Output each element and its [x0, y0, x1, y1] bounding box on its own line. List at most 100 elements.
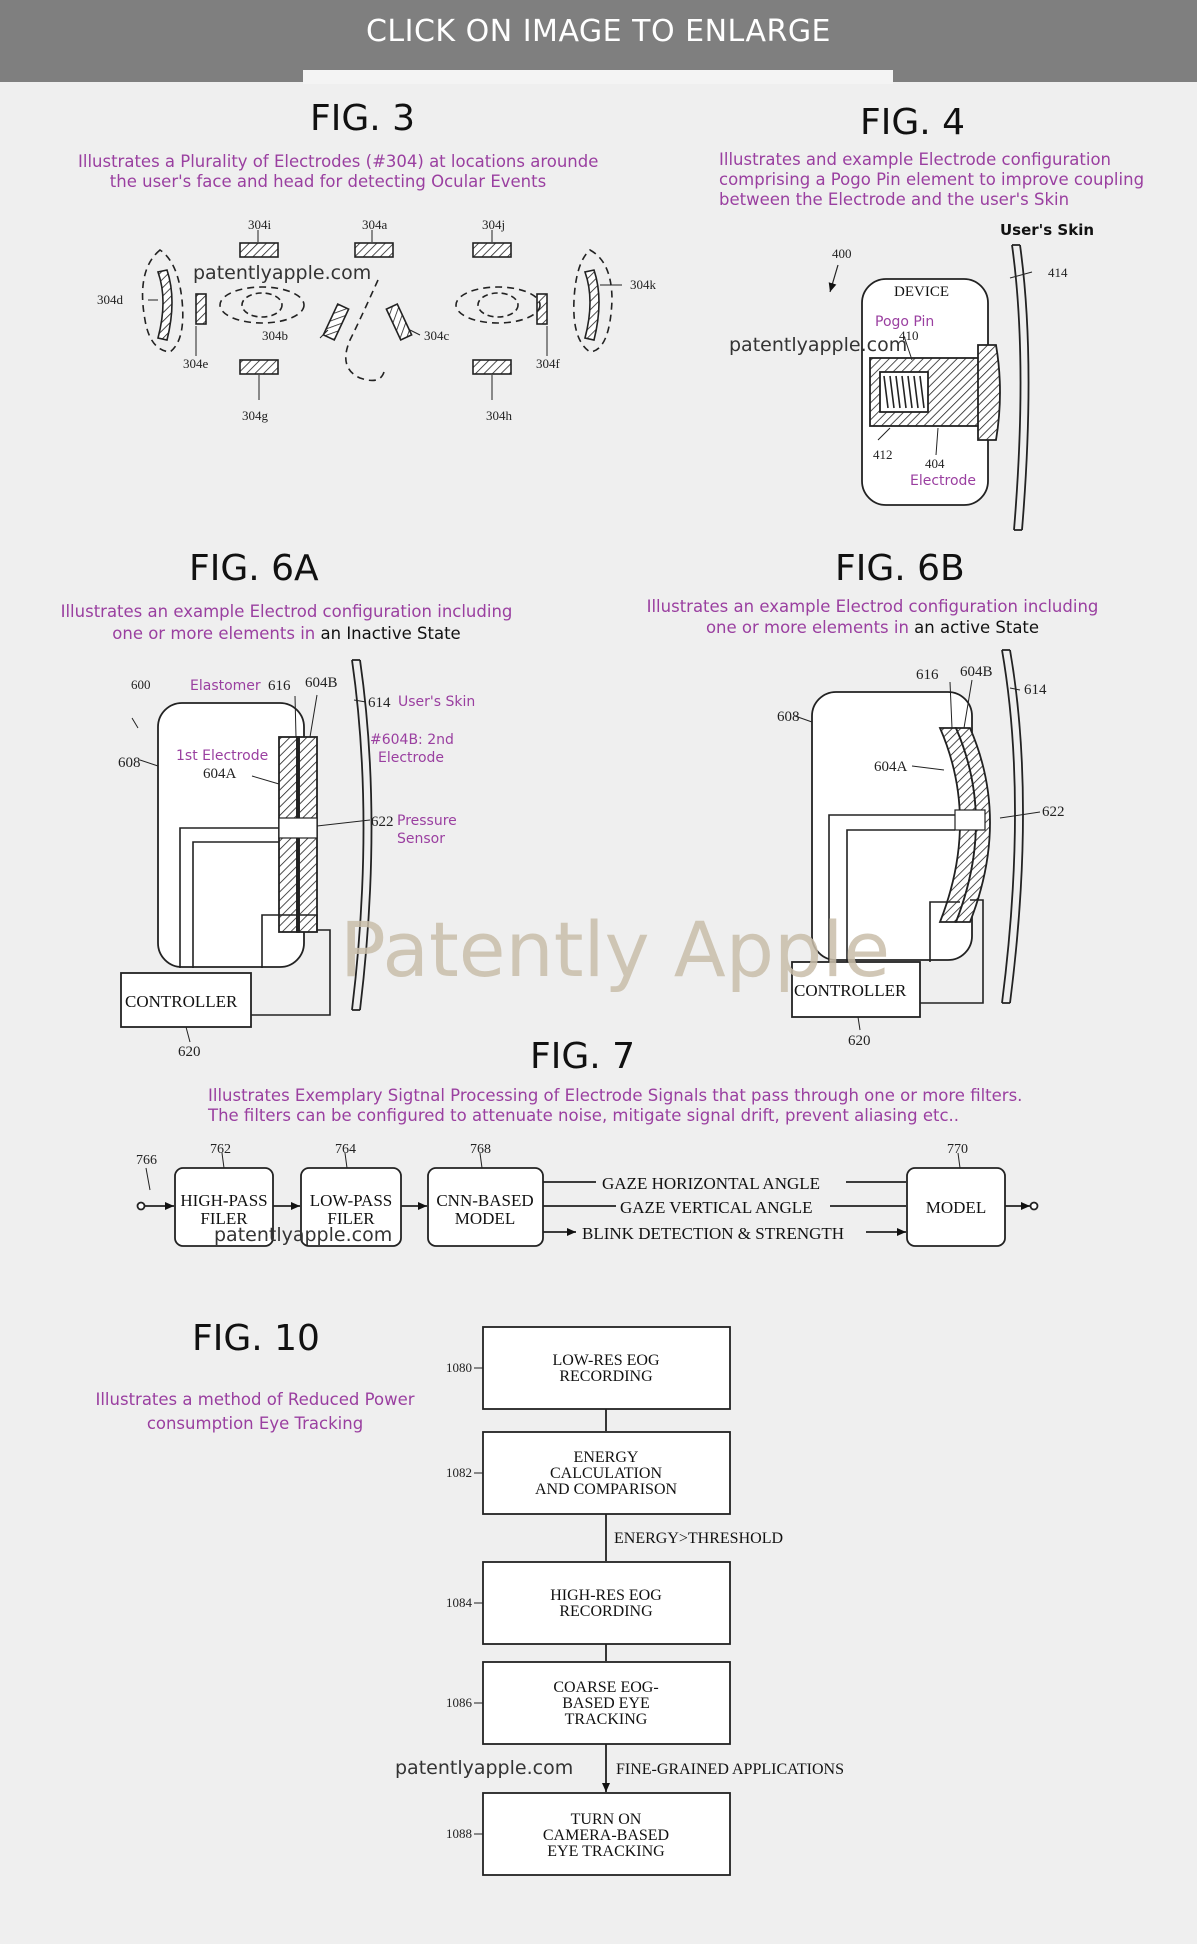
fig4-caption-line3: between the Electrode and the user's Ski…: [719, 190, 1070, 209]
label-412: 412: [873, 447, 893, 462]
fig7-caption: Illustrates Exemplary Sigtnal Processing…: [208, 1086, 1022, 1126]
fig4-leaders: [877, 271, 1033, 456]
fig4-watermark: patentlyapple.com: [729, 334, 907, 356]
fig7-diagram: [136, 1152, 1039, 1247]
label-304c: 304c: [424, 328, 450, 343]
label-304i: 304i: [248, 217, 272, 232]
elastomer-label: Elastomer: [190, 678, 261, 694]
pogo-spring: [883, 375, 925, 409]
model-label: MODEL: [926, 1198, 986, 1217]
patently-apple-watermark: Patently Apple: [340, 905, 890, 994]
fig6b-label-608: 608: [777, 709, 800, 725]
cnn-model-line2: MODEL: [455, 1209, 515, 1228]
label-1084: 1084: [446, 1595, 473, 1610]
fig6a-pressure-sensor: [278, 817, 318, 839]
label-604A: 604A: [203, 766, 237, 782]
fig3-diagram: [141, 230, 622, 400]
fig6a-controller-box: [120, 972, 252, 1028]
right-eye-outline: [455, 286, 541, 324]
fig4-caption-line1: Illustrates and example Electrode config…: [719, 150, 1112, 169]
electrode-304f: [536, 293, 548, 325]
label-400: 400: [832, 246, 852, 261]
label-600: 600: [131, 677, 151, 692]
step-1080-box: [482, 1326, 731, 1410]
fig4-users-skin: User's Skin: [1000, 221, 1094, 239]
label-304a: 304a: [362, 217, 388, 232]
step-1082-line1: ENERGY: [574, 1449, 639, 1466]
electrode-304i: [239, 242, 279, 258]
label-616: 616: [268, 678, 291, 694]
enlarge-banner-text[interactable]: CLICK ON IMAGE TO ENLARGE: [365, 14, 832, 49]
second-electrode-line2: Electrode: [378, 750, 444, 766]
fig6b-state: an active State: [914, 618, 1040, 637]
step-1080-line2: RECORDING: [559, 1368, 653, 1385]
gaze-vertical-label: GAZE VERTICAL ANGLE: [620, 1198, 813, 1217]
fig4-skin: [1011, 244, 1030, 531]
fig6b-labels: 616 604B 614 608 604A 622 CONTROLLER 620: [777, 664, 1065, 1049]
step-1084-line1: HIGH-RES EOG: [550, 1587, 662, 1604]
energy-threshold-label: ENERGY>THRESHOLD: [614, 1530, 783, 1547]
fig4-skin-caps: [1012, 244, 1022, 531]
enlarge-banner[interactable]: CLICK ON IMAGE TO ENLARGE: [0, 0, 1197, 84]
fig10-caption-line1: Illustrates a method of Reduced Power: [95, 1390, 415, 1409]
nose-outline: [344, 279, 385, 382]
label-304b: 304b: [262, 328, 288, 343]
fig6b-diagram: [791, 649, 1041, 1031]
fig6a-caption: Illustrates an example Electrod configur…: [54, 601, 519, 645]
fig10-title: FIG. 10: [192, 1318, 320, 1359]
fig10-leaders: [474, 1367, 483, 1835]
electrode-label: Electrode: [910, 473, 976, 489]
label-1080: 1080: [446, 1360, 472, 1375]
cnn-model-line1: CNN-BASED: [436, 1191, 533, 1210]
model-box: [906, 1167, 1006, 1247]
cnn-model-box: [427, 1167, 544, 1247]
fig6a-users-skin: User's Skin: [398, 694, 475, 710]
device-label: DEVICE: [894, 284, 949, 300]
fig6a-skin: [351, 659, 373, 1011]
fig6a-state: an Inactive State: [320, 624, 461, 643]
fig6a-leaders: [131, 694, 371, 1043]
fig6b-skin: [1001, 649, 1024, 1004]
label-608: 608: [118, 755, 141, 771]
fig6b-wiring: [828, 814, 984, 1004]
step-1086-line3: TRACKING: [565, 1711, 648, 1728]
gaze-horizontal-label: GAZE HORIZONTAL ANGLE: [602, 1174, 820, 1193]
fig4-arrow-400: [828, 264, 839, 293]
fig6a-wiring: [179, 827, 331, 1016]
fig7-title: FIG. 7: [530, 1036, 636, 1077]
fig3-caption-line1: Illustrates a Plurality of Electrodes (#…: [78, 152, 599, 171]
label-304e: 304e: [183, 356, 209, 371]
step-1084-line2: RECORDING: [559, 1603, 653, 1620]
pressure-label-line2: Sensor: [397, 831, 445, 847]
step-1082-line3: AND COMPARISON: [535, 1481, 678, 1498]
step-1086-line2: BASED EYE: [562, 1695, 650, 1712]
label-414: 414: [1048, 265, 1068, 280]
fig3-watermark: patentlyapple.com: [193, 262, 371, 284]
label-304d: 304d: [97, 292, 124, 307]
electrode-304k: [583, 269, 600, 341]
high-pass-line1: HIGH-PASS: [180, 1191, 267, 1210]
pogo-pin-label: Pogo Pin: [875, 314, 934, 330]
fig6b-controller-box: [791, 961, 921, 1018]
electrode-304d: [156, 269, 173, 341]
label-620: 620: [178, 1044, 201, 1060]
fig6b-2nd-electrode: [954, 727, 991, 923]
left-iris-outline: [241, 292, 283, 318]
fig4-labels: User's Skin 400 414 DEVICE Pogo Pin 410 …: [729, 221, 1094, 489]
label-764: 764: [335, 1142, 356, 1157]
fig3-labels: 304i 304a 304j 304d 304k 304b 304c 304e …: [97, 217, 657, 423]
label-770: 770: [947, 1142, 968, 1157]
first-electrode-label: 1st Electrode: [176, 748, 268, 764]
label-766: 766: [136, 1153, 157, 1168]
fig7-input-node: [136, 1201, 146, 1211]
fig6b-label-604B: 604B: [960, 664, 993, 680]
fig6b-label-616: 616: [916, 667, 939, 683]
fig4-caption-line2: comprising a Pogo Pin element to improve…: [719, 170, 1145, 189]
fig10-caption: Illustrates a method of Reduced Power co…: [90, 1388, 420, 1436]
pressure-label-line1: Pressure: [397, 813, 457, 829]
fig4-diagram: [828, 244, 1033, 531]
fig7-caption-line2: The filters can be configured to attenua…: [208, 1106, 960, 1125]
label-304f: 304f: [536, 356, 561, 371]
label-614: 614: [368, 695, 391, 711]
